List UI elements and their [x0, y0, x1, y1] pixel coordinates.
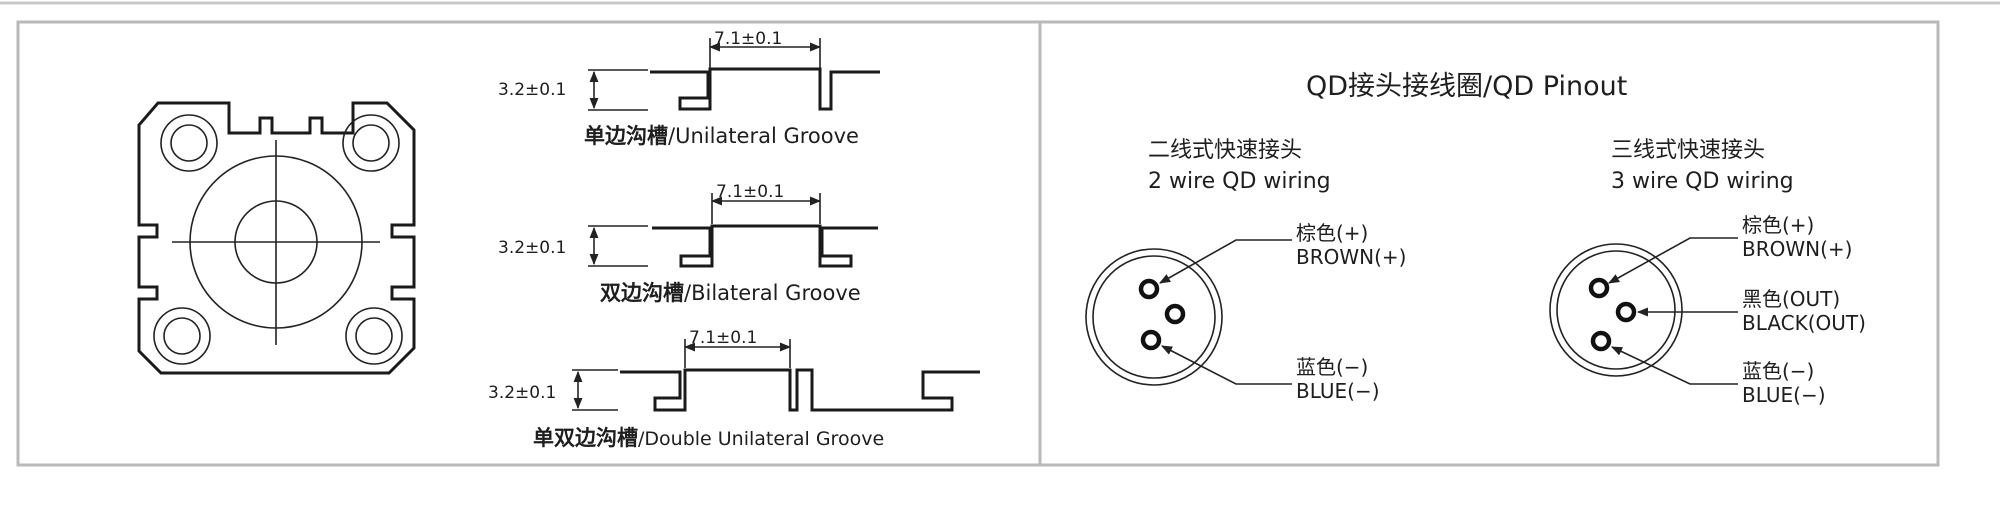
three-wire-pin-brown: [1588, 277, 1610, 299]
unilateral-groove-label: 单边沟槽/Unilateral Groove: [584, 124, 859, 148]
three-wire-blue-en: BLUE(−): [1742, 383, 1826, 407]
bilateral-width-dim: 7.1±0.1: [716, 182, 784, 202]
two-wire-title-cn: 二线式快速接头: [1148, 138, 1302, 163]
unilateral-groove-profile: 7.1±0.1 3.2±0.1 单边沟槽/Unilateral Groove: [498, 29, 880, 148]
two-wire-title-en: 2 wire QD wiring: [1148, 169, 1331, 194]
bolt-hole-top-left-inner: [170, 124, 208, 162]
three-wire-black-cn: 黑色(OUT): [1742, 287, 1840, 311]
three-wire-connector: [1549, 237, 1738, 385]
two-wire-blue-cn: 蓝色(−): [1296, 355, 1368, 379]
two-wire-blue-en: BLUE(−): [1296, 379, 1380, 403]
bolt-hole-bottom-right-inner: [355, 317, 393, 355]
bolt-hole-bottom-left: [153, 307, 211, 365]
three-wire-title-en: 3 wire QD wiring: [1611, 169, 1794, 194]
pinout-title: QD接头接线圈/QD Pinout: [1306, 71, 1627, 102]
bilateral-groove-profile: 7.1±0.1 3.2±0.1 双边沟槽/Bilateral Groove: [498, 182, 878, 305]
double-depth-dim: 3.2±0.1: [488, 383, 556, 403]
bilateral-groove-label: 双边沟槽/Bilateral Groove: [600, 281, 861, 305]
two-wire-brown-cn: 棕色(+): [1296, 221, 1368, 245]
three-wire-black-en: BLACK(OUT): [1742, 311, 1866, 335]
bolt-hole-top-right: [342, 114, 400, 172]
bolt-hole-bottom-left-inner: [163, 317, 201, 355]
three-wire-pin-black: [1615, 301, 1637, 323]
two-wire-pin-middle: [1164, 303, 1186, 325]
double-unilateral-groove-profile: 7.1±0.1 3.2±0.1 单双边沟槽/Double Unilateral …: [488, 328, 980, 450]
plate-top-view: [137, 101, 416, 375]
bolt-hole-bottom-right: [345, 307, 403, 365]
three-wire-brown-en: BROWN(+): [1742, 237, 1852, 261]
three-wire-brown-cn: 棕色(+): [1742, 213, 1814, 237]
outer-frame: [16, 20, 1940, 467]
two-wire-pin-brown: [1138, 278, 1160, 300]
three-wire-blue-cn: 蓝色(−): [1742, 359, 1814, 383]
two-wire-brown-en: BROWN(+): [1296, 245, 1406, 269]
unilateral-depth-dim: 3.2±0.1: [498, 80, 566, 100]
two-wire-connector: [1085, 239, 1292, 386]
bolt-hole-top-left: [160, 114, 218, 172]
double-width-dim: 7.1±0.1: [689, 328, 757, 348]
two-wire-pin-blue: [1140, 329, 1162, 351]
three-wire-pin-blue: [1590, 330, 1612, 352]
plate-outline: [137, 101, 416, 375]
bilateral-depth-dim: 3.2±0.1: [498, 238, 566, 258]
bolt-hole-top-right-inner: [352, 124, 390, 162]
double-unilateral-groove-label: 单双边沟槽/Double Unilateral Groove: [533, 426, 884, 450]
three-wire-title-cn: 三线式快速接头: [1611, 138, 1765, 163]
unilateral-width-dim: 7.1±0.1: [714, 29, 782, 49]
